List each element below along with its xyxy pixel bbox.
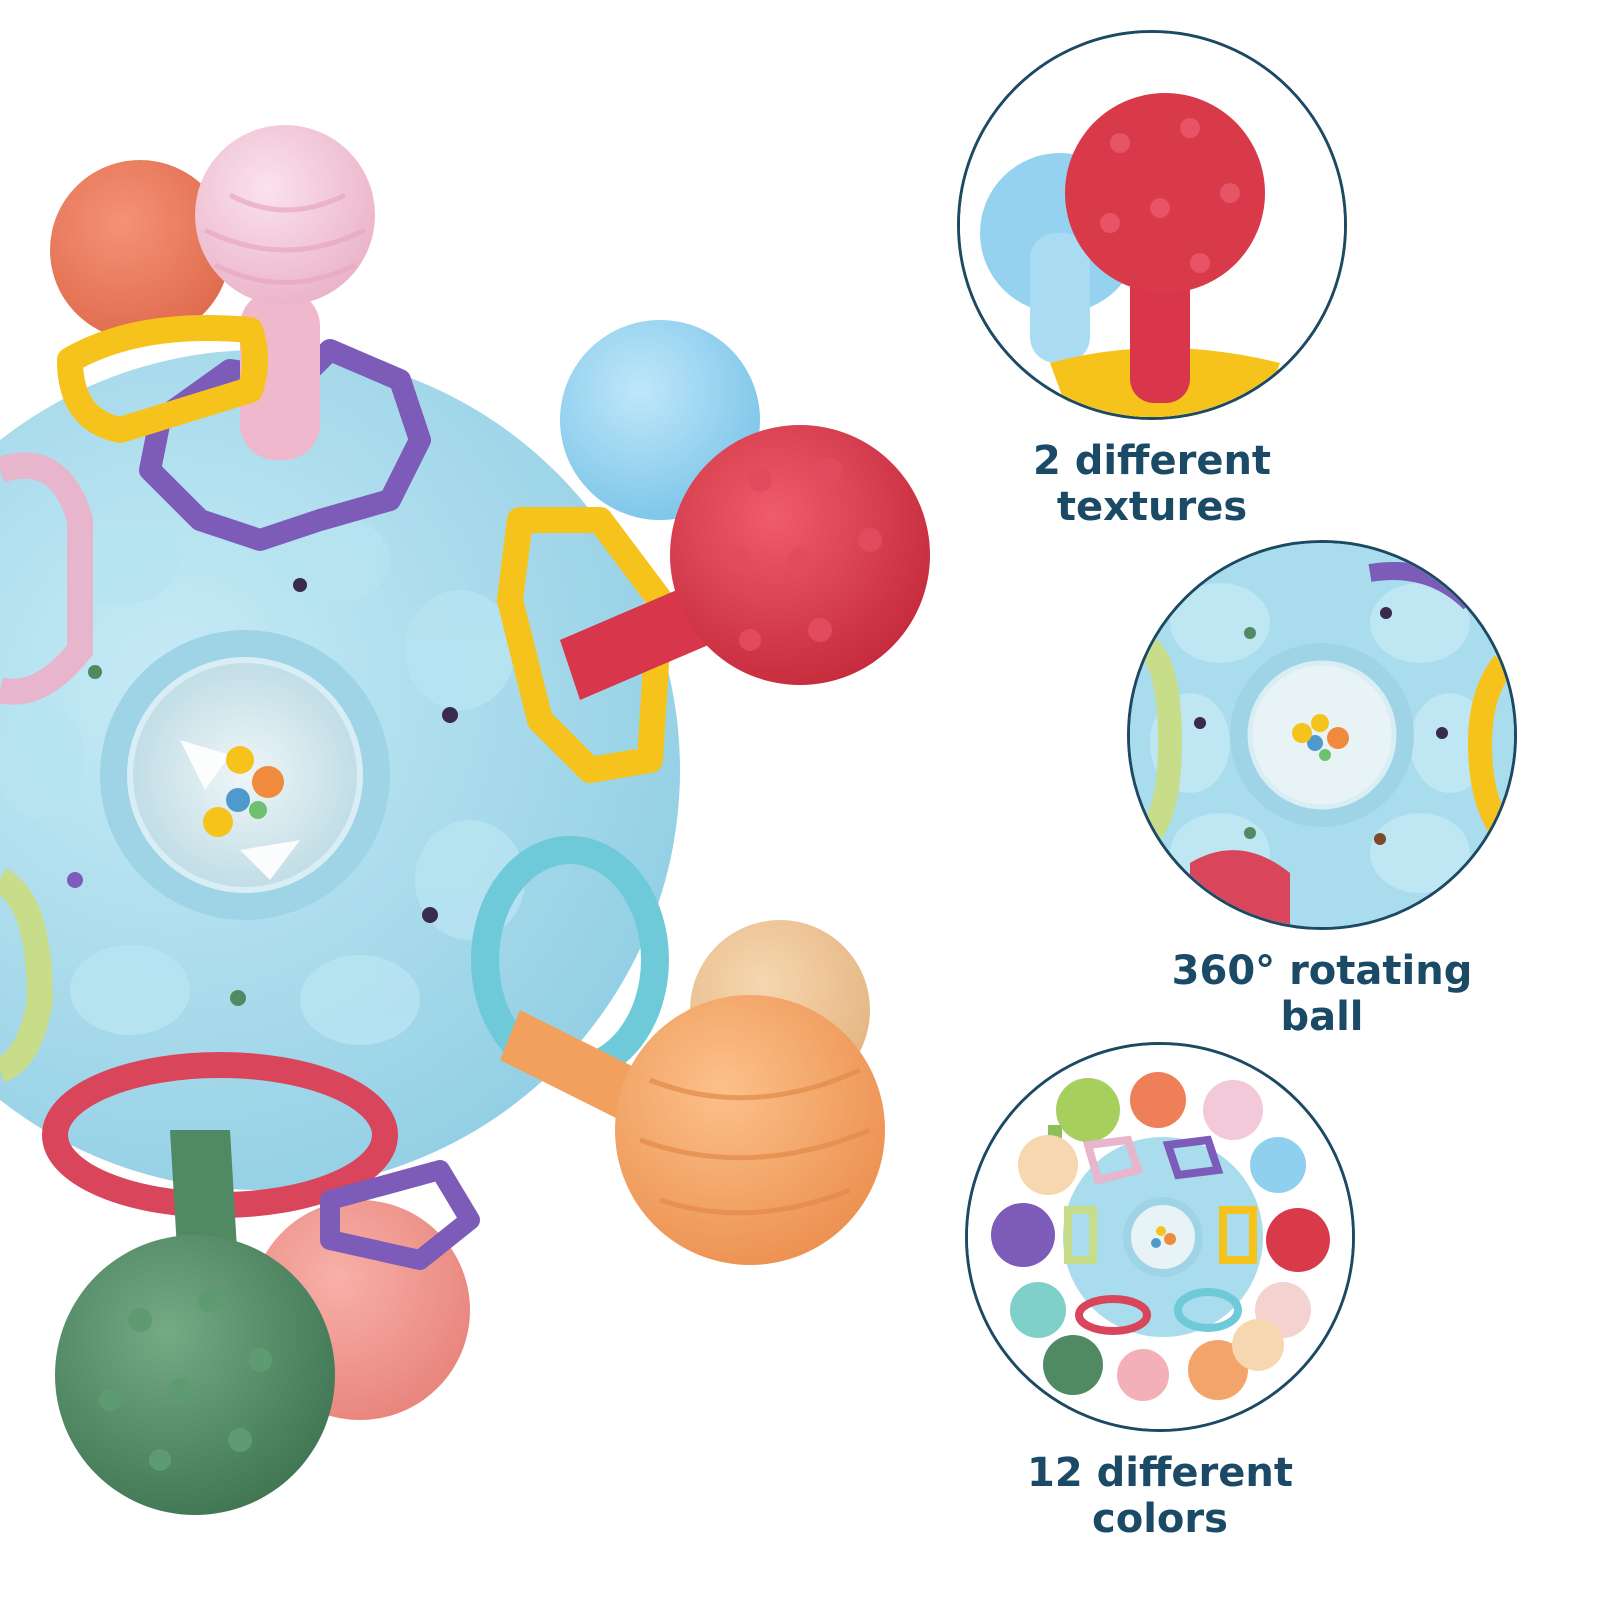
rotating-ball-closeup-image (1127, 540, 1517, 930)
feature-rotating-ball: 360° rotating ball (1127, 540, 1517, 1040)
caption-rotating-ball: 360° rotating ball (1171, 948, 1473, 1040)
caption-colors: 12 different colors (1027, 1450, 1293, 1542)
textures-closeup-image (957, 30, 1347, 420)
colors-thumbnail-image (965, 1042, 1355, 1432)
main-product-image (0, 125, 930, 1515)
caption-textures: 2 different textures (1032, 438, 1272, 530)
feature-colors: 12 different colors (965, 1042, 1355, 1542)
feature-textures: 2 different textures (957, 30, 1347, 530)
